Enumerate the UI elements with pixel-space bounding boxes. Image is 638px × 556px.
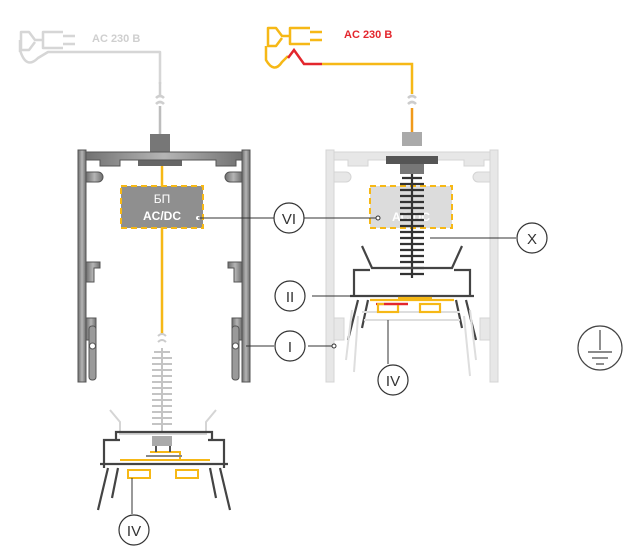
svg-text:I: I bbox=[288, 339, 292, 356]
gland-body-right bbox=[400, 164, 424, 174]
cable-gland-right bbox=[402, 132, 422, 146]
cable-right-red bbox=[287, 47, 322, 66]
svg-text:IV: IV bbox=[386, 373, 400, 390]
svg-text:II: II bbox=[286, 289, 294, 306]
callout-x: X bbox=[516, 222, 548, 254]
callout-vi: VI bbox=[273, 202, 305, 234]
plug-icon-right bbox=[264, 26, 322, 69]
cable-gland-left bbox=[150, 134, 170, 154]
callout-iv-bottom: IV bbox=[118, 514, 150, 546]
callout-dot-vi-right bbox=[375, 215, 381, 221]
plug-icon-left bbox=[18, 30, 162, 84]
callout-ii: II bbox=[274, 280, 306, 312]
cable-right-drop bbox=[407, 94, 417, 132]
svg-text:IV: IV bbox=[127, 523, 141, 540]
svg-text:X: X bbox=[527, 231, 537, 248]
cable-left-top bbox=[155, 82, 165, 136]
adapter-contacts-right bbox=[370, 296, 454, 314]
adapter-contacts-bottom bbox=[120, 440, 210, 479]
callout-lines bbox=[131, 217, 516, 514]
callout-i: I bbox=[274, 330, 306, 362]
track-profile-left bbox=[77, 149, 251, 383]
adapter-center-block bbox=[152, 436, 172, 446]
track-profile-right-ghost bbox=[325, 149, 499, 383]
spring-icon-left bbox=[152, 348, 172, 434]
callout-dot-i-right bbox=[331, 343, 337, 349]
wire-break-left bbox=[157, 333, 167, 343]
adapter-right-ghost-fan bbox=[345, 309, 477, 377]
psu-label-line1: БП bbox=[154, 192, 171, 206]
callout-iv-right: IV bbox=[377, 364, 409, 396]
cable-right-yellow bbox=[322, 62, 414, 94]
adapter-ghost-bottom bbox=[109, 409, 217, 435]
power-label-left: AC 230 B bbox=[92, 33, 140, 45]
svg-text:VI: VI bbox=[282, 211, 296, 228]
conductor-tubes-left bbox=[88, 325, 240, 381]
power-label-right: AC 230 B bbox=[344, 29, 392, 41]
gland-cap-right bbox=[386, 156, 438, 164]
psu-label-line2: AC/DC bbox=[143, 209, 181, 223]
adapter-bottom bbox=[96, 430, 232, 511]
ground-symbol-icon bbox=[577, 325, 623, 371]
spring-icon-right bbox=[400, 174, 424, 278]
